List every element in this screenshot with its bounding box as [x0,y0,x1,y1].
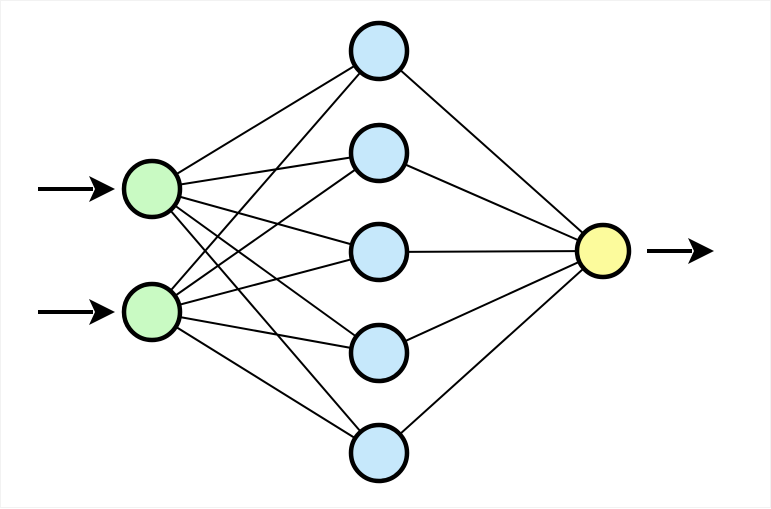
output-arrow-1 [647,238,714,264]
arrows-group [38,176,714,325]
output-arrow-1-head [688,238,714,264]
input-node-2[interactable] [121,281,183,343]
input-arrow-2-head [89,299,115,325]
edge-h4-o1 [378,250,604,354]
input-arrow-1-head [89,176,115,202]
edge-i1-h5 [151,188,380,454]
edge-i1-h2 [151,152,380,190]
edge-i2-h2 [151,152,380,313]
edge-i2-h5 [151,311,380,454]
hidden-node-3[interactable] [348,221,410,283]
edges-group [151,50,604,454]
edge-i1-h1 [151,50,380,190]
edge-i2-h4 [151,311,380,354]
nodes-group [121,20,632,484]
edge-h5-o1 [378,250,604,454]
edge-i2-h1 [151,50,380,313]
edge-i1-h3 [151,188,380,253]
edge-i2-h3 [151,251,380,313]
edge-h3-o1 [378,250,604,253]
edge-h2-o1 [378,152,604,252]
hidden-node-1[interactable] [348,20,410,82]
input-arrow-1 [38,176,115,202]
input-node-1[interactable] [121,158,183,220]
edge-h1-o1 [378,50,604,252]
hidden-node-5[interactable] [348,422,410,484]
output-node-1[interactable] [574,222,632,280]
hidden-node-4[interactable] [348,322,410,384]
hidden-node-2[interactable] [348,122,410,184]
input-arrow-2 [38,299,115,325]
edge-i1-h4 [151,188,380,354]
